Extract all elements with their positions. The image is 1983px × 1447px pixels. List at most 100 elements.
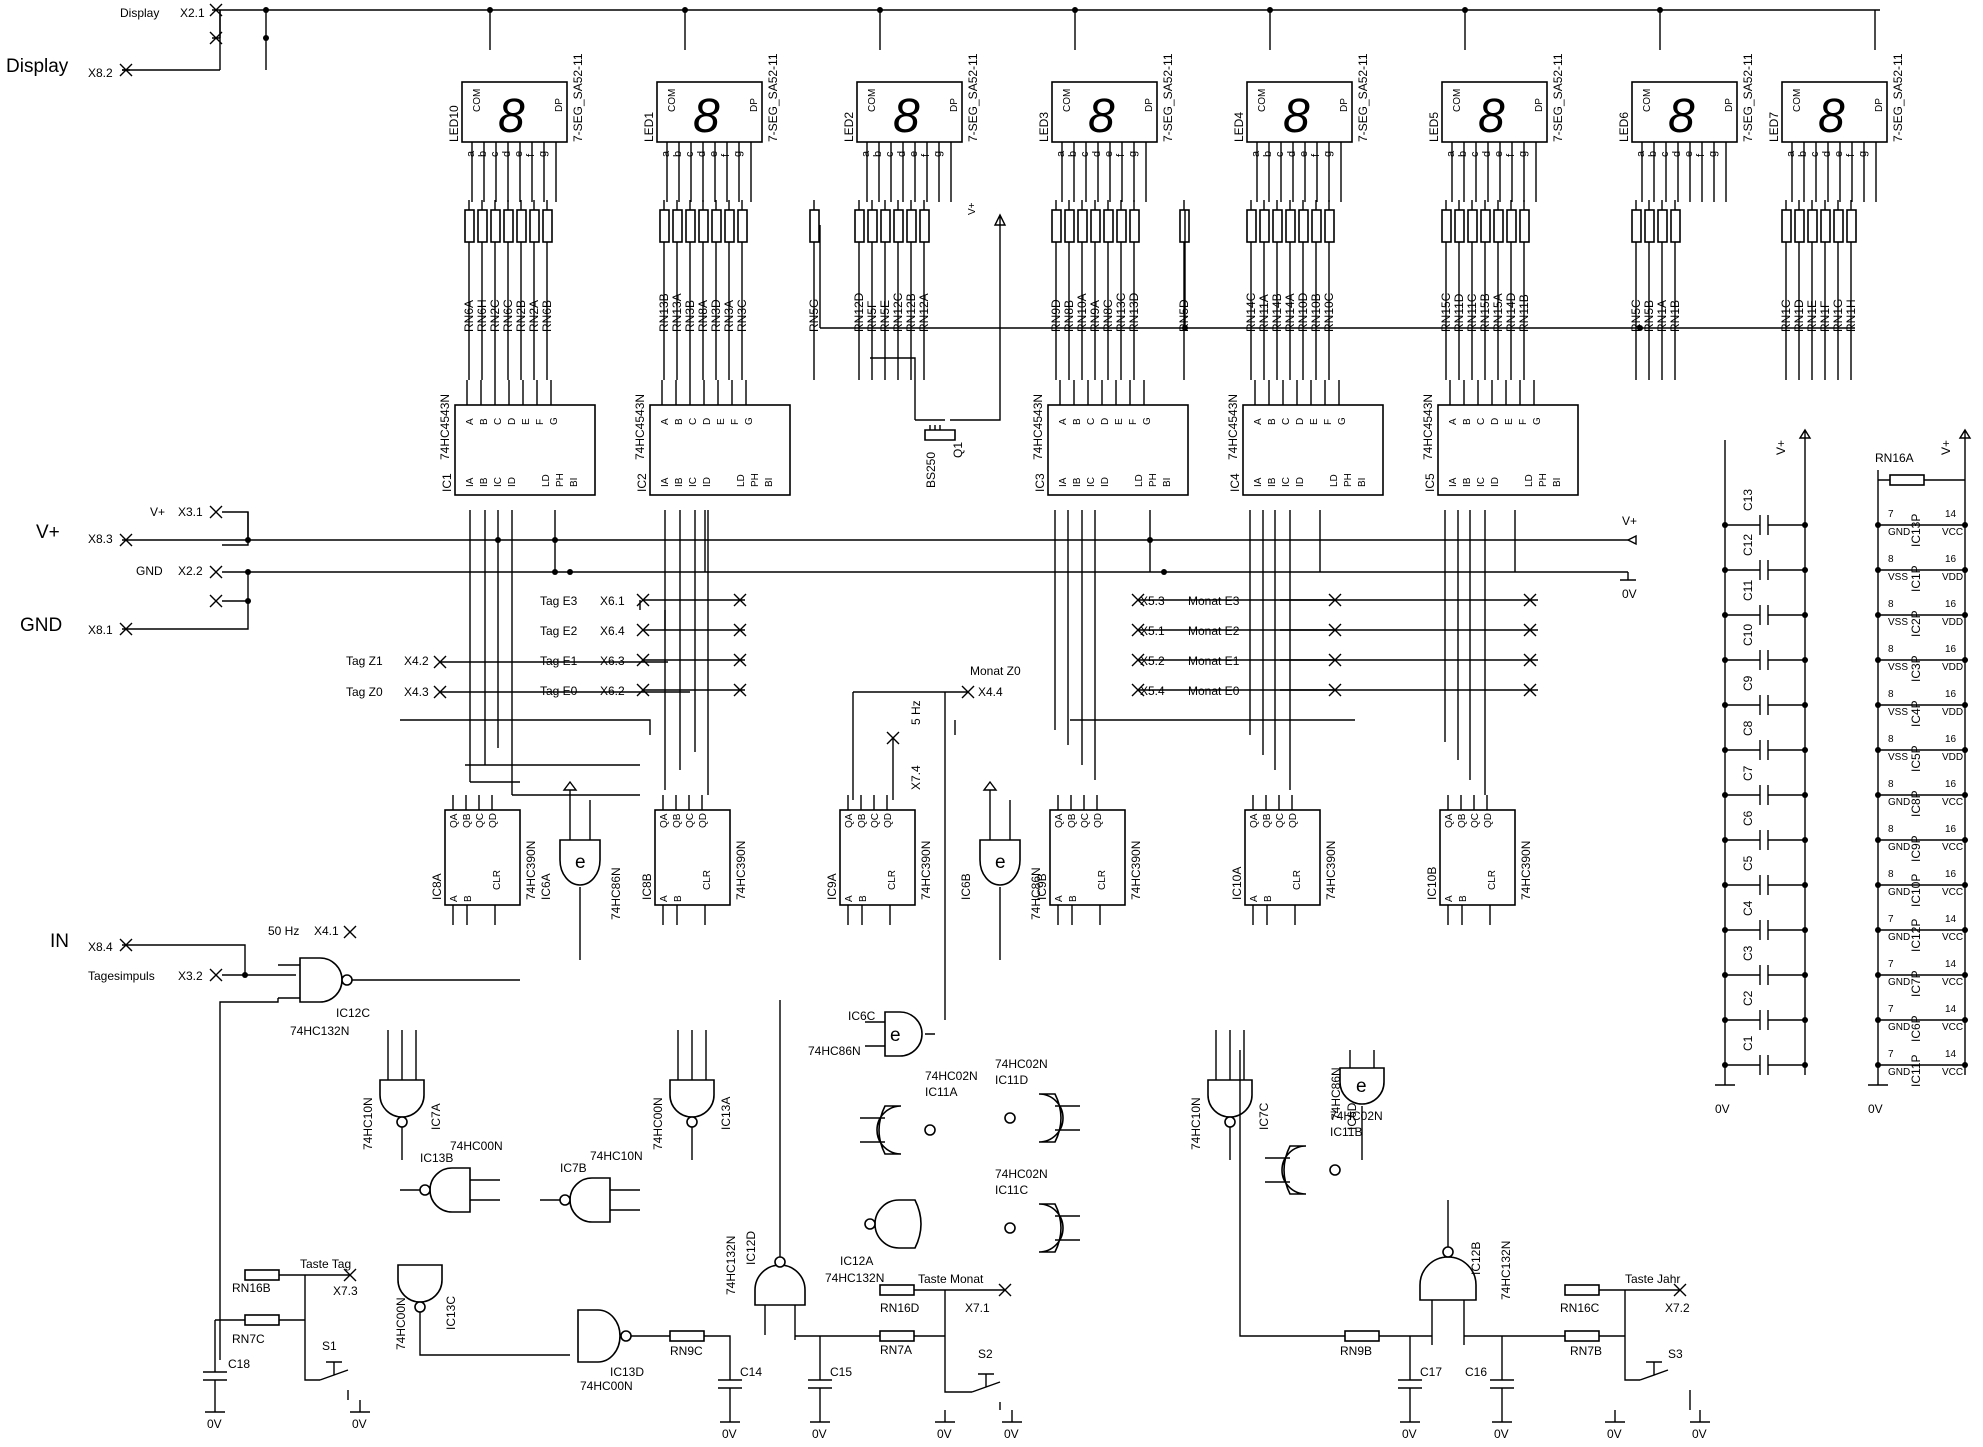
segment-letter: g: [537, 151, 549, 157]
resistor-body: [879, 1330, 915, 1342]
capacitor-ref: C11: [1741, 580, 1755, 601]
resistor-label: RN12D: [852, 292, 866, 332]
segment-letter: d: [1286, 151, 1298, 157]
counter-pin: QA: [449, 813, 460, 828]
resistor-body: [1324, 209, 1335, 243]
resistor-body: [1467, 209, 1478, 243]
decoder-part: 74HC4543N: [1031, 394, 1045, 460]
display-dp: DP: [1724, 98, 1735, 112]
resistor-group: RN5D: [1177, 200, 1191, 380]
resistor-label: RN14A: [1283, 293, 1297, 332]
connector-ref: X6.2: [600, 684, 625, 698]
junction: [1802, 972, 1808, 978]
gate-outline: [1038, 1093, 1064, 1143]
segment-letter: c: [1809, 151, 1821, 157]
junction: [1802, 1062, 1808, 1068]
gate-lead: [989, 800, 1011, 960]
decoder-pin-bottom: BI: [1552, 478, 1563, 487]
connector-ref: X7.2: [1665, 1301, 1690, 1315]
display-dp: DP: [949, 98, 960, 112]
connector-ref: X8.1: [88, 623, 113, 637]
resistor-label: RN9A: [1088, 300, 1102, 332]
decoder-pin-bottom: LD: [1524, 474, 1535, 487]
segment-letter: f: [1695, 153, 1707, 157]
segment-letter: g: [1707, 151, 1719, 157]
connector-label: Tag E2: [540, 624, 578, 638]
segment-letter: e: [1103, 151, 1115, 157]
pin-vcc: VCC: [1942, 797, 1963, 808]
decoder-pin-bottom: IC: [1086, 477, 1097, 487]
capacitor: [1725, 1010, 1805, 1030]
segment-letter: d: [1671, 151, 1683, 157]
resistor-label: RN11B: [1517, 294, 1531, 332]
connector-x: [343, 925, 357, 939]
resistor-label: RN1G: [1831, 299, 1845, 332]
resistor-body: [1259, 209, 1270, 243]
counter-pin: CLR: [1097, 870, 1108, 890]
decoder-pin-bottom: ID: [1490, 477, 1501, 487]
connector-ref: X2.1: [180, 6, 205, 20]
part-ref: RN16C: [1560, 1301, 1600, 1315]
decoder-pin-top: A: [1058, 418, 1069, 425]
resistor-label: RN6A: [462, 300, 476, 332]
xor-symbol: e: [575, 852, 586, 873]
resistor-body: [1272, 209, 1283, 243]
resistor-label: RN8B: [1062, 300, 1076, 332]
decoder-pin-bottom: ID: [1100, 477, 1111, 487]
ground: [810, 1410, 830, 1423]
gate-outline: [1339, 1067, 1385, 1105]
resistor-label: RN9D: [1049, 299, 1063, 332]
resistor-body: [529, 209, 540, 243]
capacitor: [1725, 515, 1805, 535]
segment-letter: b: [672, 151, 684, 157]
resistor-body: [879, 1284, 915, 1296]
counter-pin: QA: [1249, 813, 1260, 828]
counter-ref: IC8B: [640, 873, 654, 900]
resistor-body: [1670, 209, 1681, 243]
connector-ref: X6.3: [600, 654, 625, 668]
decoder-pin-top: F: [1323, 419, 1334, 425]
segment-letter: c: [489, 151, 501, 157]
display-body: [1246, 81, 1353, 143]
resistor-label: RN10C: [1322, 292, 1336, 332]
junction: [1722, 837, 1728, 843]
segment-letter: d: [896, 151, 908, 157]
display-glyph: 8: [1088, 90, 1115, 143]
pin-number: 8: [1888, 644, 1894, 655]
connector-ref: X4.2: [404, 654, 429, 668]
display-body: [856, 81, 963, 143]
capacitor-ref: C4: [1741, 900, 1755, 916]
decoder-pin-top: D: [1295, 418, 1306, 425]
connector-label: 50 Hz: [268, 924, 299, 938]
counter-ref: IC9B: [1035, 873, 1049, 900]
connector-ref: X3.2: [178, 969, 203, 983]
resistor-body: [1441, 209, 1452, 243]
counter-pin: QD: [1483, 813, 1494, 828]
connector-x: [433, 685, 447, 699]
junction: [1802, 882, 1808, 888]
connector-x: [1673, 1283, 1687, 1297]
connector-ref: X8.4: [88, 940, 113, 954]
inversion-bubble: [1224, 1116, 1236, 1128]
inversion-bubble: [620, 1330, 632, 1342]
connector-x: [733, 623, 747, 637]
counter-lead: [847, 905, 891, 925]
pin-gnd: VSS: [1888, 617, 1908, 628]
resistor-label: RN5D: [1177, 299, 1191, 332]
segment-letter: a: [660, 150, 672, 157]
resistor-label: RN13C: [1114, 292, 1128, 332]
rail-label: V+: [1939, 440, 1953, 455]
resistor-body: [1889, 474, 1925, 486]
gate-lead: [677, 1030, 707, 1160]
segment-letter: e: [908, 151, 920, 157]
resistor-label: RN13D: [1127, 292, 1141, 332]
